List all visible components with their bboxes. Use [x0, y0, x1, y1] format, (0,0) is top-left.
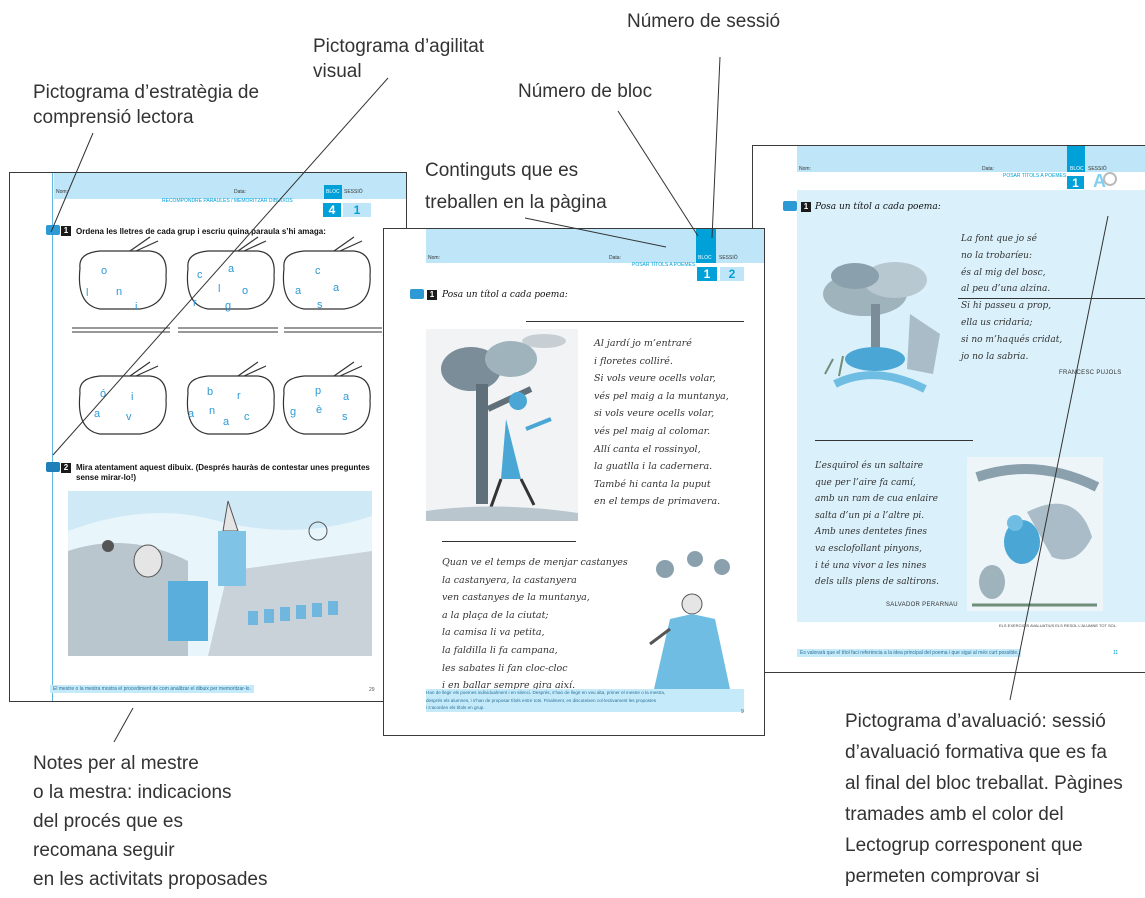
teacher-note: El mestre o la mestra mostra el procedim…: [50, 685, 254, 693]
callout-contents: Continguts que es treballen en la pàgina: [425, 160, 607, 213]
bag-letter: a: [223, 416, 230, 428]
tree-illustration: [815, 244, 950, 394]
exercise-number: 1: [801, 202, 811, 212]
bag-letter: g: [290, 406, 297, 418]
sessio-label: SESSIÓ: [719, 255, 738, 261]
callout-agility-picto: Pictograma d’agilitat visual: [313, 36, 485, 82]
margin-line: [52, 173, 53, 701]
date-label: Data:: [234, 189, 246, 195]
bag-letter: r: [193, 297, 197, 309]
bloc-number: 1: [697, 267, 717, 281]
sessio-number: 2: [720, 267, 744, 281]
page-contents: POSAR TÍTOLS A POEMES: [1003, 173, 1067, 179]
page-middle: Nom: Data: BLOC SESSIÓ POSAR TÍTOLS A PO…: [383, 228, 765, 736]
poem-2: Quan ve el temps de menjar castanyes la …: [442, 557, 628, 692]
bloc-tab: [1067, 146, 1085, 172]
page-contents: RECOMPONDRE PARAULES / MEMORITZAR DIBUIX…: [162, 198, 293, 204]
title-line: [815, 440, 973, 441]
name-label: Nom:: [428, 255, 440, 261]
agility-picto-icon: [46, 462, 60, 472]
bag-letter: a: [228, 263, 235, 275]
strategy-picto-icon: [783, 201, 797, 211]
bloc-tab: [696, 229, 716, 263]
evaluation-badge-icon: A: [1090, 171, 1118, 191]
memory-illustration: [68, 491, 372, 656]
bag-letter: n: [209, 405, 216, 417]
bag-letter: è: [316, 404, 323, 416]
bag-letter: r: [237, 390, 241, 402]
sessio-number: 1: [343, 203, 371, 217]
bag-letter: p: [315, 385, 322, 397]
exercise-instruction: Mira atentament aquest dibuix. (Després …: [76, 463, 370, 482]
poem-2: L’esquirol és un saltaire que per l’aire…: [815, 461, 940, 588]
poem-1: Al jardí jo m’entraré i floretes colliré…: [594, 338, 729, 508]
bag-letter: s: [342, 411, 348, 423]
bloc-label: BLOC: [326, 189, 340, 195]
bag-letter: a: [295, 285, 302, 297]
callout-teacher-notes: Notes per al mestre o la mestra: indicac…: [33, 753, 268, 890]
page-right: Nom: Data: BLOC SESSIÓ POSAR TÍTOLS A PO…: [752, 145, 1145, 673]
bag-letter: a: [94, 408, 101, 420]
evaluation-note: ELS EXERCICIS AVALUATIUS ELS RESOL L’ALU…: [999, 623, 1118, 628]
poem-2-author: Salvador Perarnau: [886, 602, 958, 608]
page-left: Nom: Data: BLOC SESSIÓ RECOMPONDRE PARAU…: [9, 172, 407, 702]
strategy-picto-icon: [410, 289, 424, 299]
exercise-instruction: Posa un títol a cada poema:: [815, 202, 941, 212]
svg-text:A: A: [1093, 171, 1106, 191]
teacher-note: Es valorarà que el títol faci referència…: [797, 649, 1022, 657]
bag-letter: i: [135, 301, 138, 313]
date-label: Data:: [609, 255, 621, 261]
callout-bloc-number: Número de bloc: [518, 81, 653, 102]
bloc-label: BLOC: [1070, 166, 1084, 172]
bloc-number: 4: [323, 203, 341, 217]
page-header: Nom: Data: BLOC SESSIÓ: [797, 146, 1145, 172]
bloc-number: 1: [1067, 176, 1084, 190]
bag-letter: a: [333, 282, 340, 294]
bag-letter: o: [242, 285, 249, 297]
bag-letter: c: [197, 269, 203, 281]
poem-1: La font que jo sé no la trobaríeu: és al…: [961, 234, 1063, 362]
strategy-picto-icon: [46, 225, 60, 235]
page-number: 29: [369, 687, 375, 693]
bag-letter: l: [86, 287, 89, 299]
title-line: [526, 321, 744, 322]
chestnut-seller-illustration: [640, 549, 742, 711]
bag-letter: c: [244, 411, 250, 423]
exercise-instruction: Posa un títol a cada poema:: [442, 290, 568, 300]
bag-letter: s: [317, 299, 323, 311]
name-label: Nom:: [56, 189, 68, 195]
poem-1-author: Francesc Pujols: [1059, 370, 1122, 376]
teacher-note: Han de llegir els poemes individualment …: [426, 689, 744, 712]
squirrel-illustration: [967, 457, 1103, 611]
title-line: [442, 541, 576, 542]
page-header: Nom: Data: BLOC SESSIÓ: [54, 173, 406, 199]
sessio-label: SESSIÓ: [1088, 166, 1107, 172]
bag-letter: a: [343, 391, 350, 403]
sessio-label: SESSIÓ: [344, 189, 363, 195]
bag-letter: i: [131, 391, 134, 403]
bag-letter: a: [188, 408, 195, 420]
bloc-label: BLOC: [698, 255, 712, 261]
bag-letter: g: [225, 300, 232, 312]
callout-sessio-number: Número de sessió: [627, 11, 781, 32]
page-number: 9: [741, 709, 744, 715]
tree-boy-illustration: [426, 329, 578, 521]
page-contents: POSAR TÍTOLS A POEMES: [632, 262, 696, 268]
exercise-number: 2: [61, 463, 71, 473]
bag-letter: c: [315, 265, 321, 277]
callout-strategy-picto: Pictograma d’estratègia de comprensió le…: [33, 82, 260, 128]
bag-letter: b: [207, 386, 214, 398]
name-label: Nom:: [799, 166, 811, 172]
date-label: Data:: [982, 166, 994, 172]
exercise-number: 1: [427, 290, 437, 300]
bag-letter: o: [101, 265, 108, 277]
bag-letter: l: [218, 283, 221, 295]
bag-letter: v: [126, 411, 132, 423]
page-header: Nom: Data: BLOC SESSIÓ: [426, 229, 764, 263]
page-number: 11: [1113, 650, 1119, 656]
callout-evaluation-picto: Pictograma d’avaluació: sessió d’avaluac…: [845, 711, 1123, 887]
bag-letter: ó: [100, 388, 107, 400]
bag-letter: n: [116, 286, 123, 298]
